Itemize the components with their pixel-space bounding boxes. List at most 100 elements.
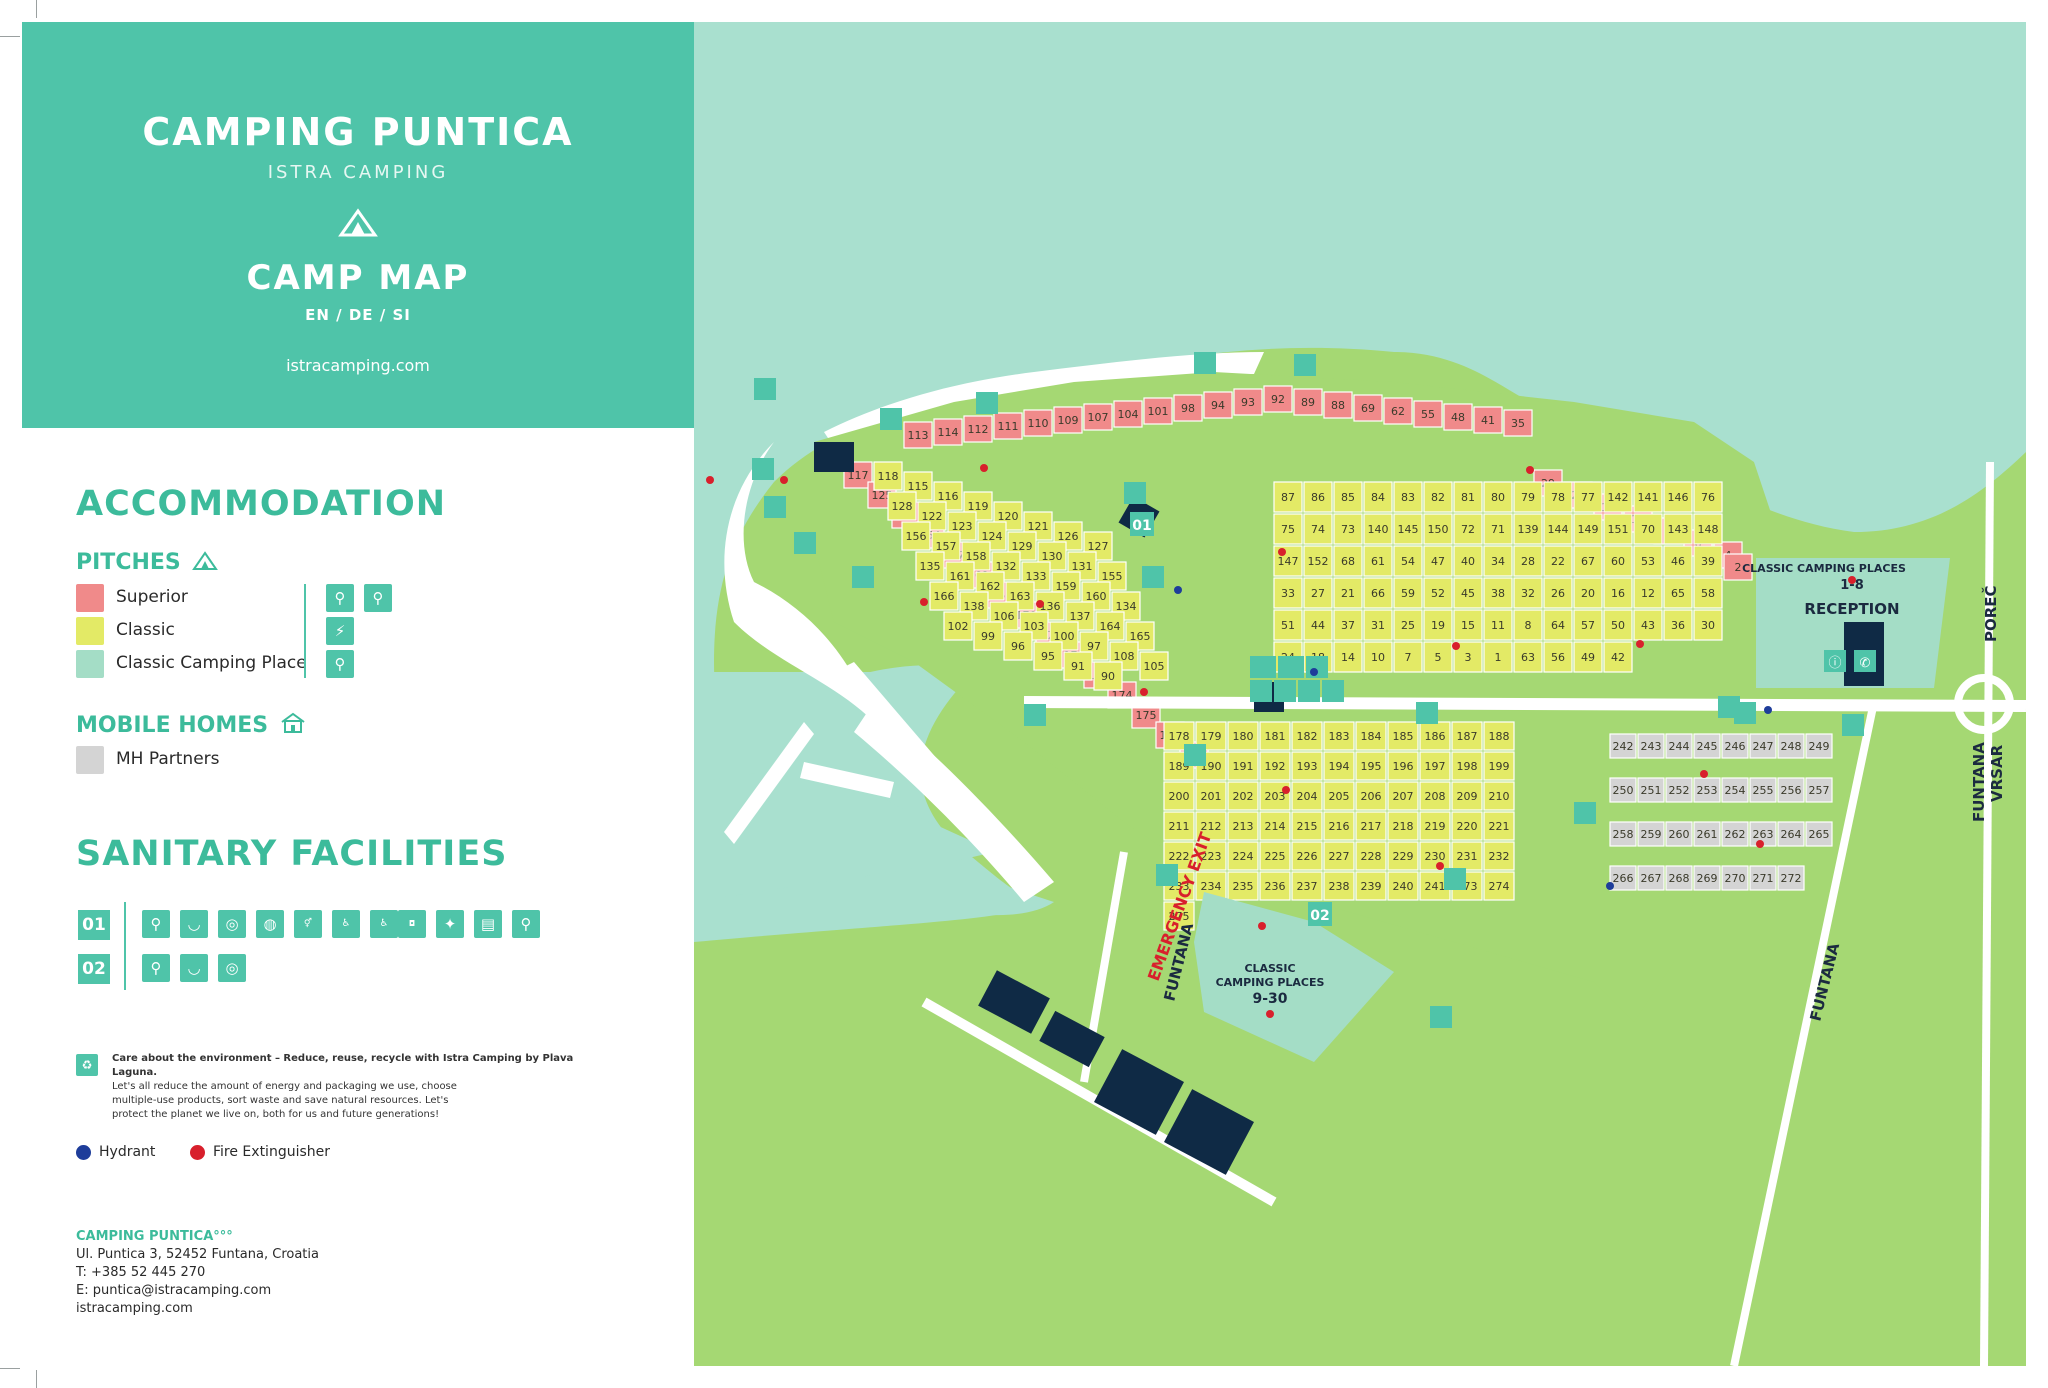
classic-pitch-166[interactable]: 166 bbox=[929, 581, 959, 611]
classic-pitch-44[interactable]: 44 bbox=[1303, 609, 1333, 641]
recycle-icon[interactable] bbox=[1024, 704, 1046, 726]
superior-pitch-94[interactable]: 94 bbox=[1203, 391, 1233, 419]
superior-pitch-88[interactable]: 88 bbox=[1323, 391, 1353, 419]
classic-pitch-99[interactable]: 99 bbox=[973, 621, 1003, 651]
sanitary-icon[interactable] bbox=[764, 496, 786, 518]
classic-pitch-199[interactable]: 199 bbox=[1483, 751, 1515, 781]
superior-pitch-62[interactable]: 62 bbox=[1383, 397, 1413, 425]
classic-pitch-218[interactable]: 218 bbox=[1387, 811, 1419, 841]
classic-pitch-90[interactable]: 90 bbox=[1093, 661, 1123, 691]
classic-pitch-37[interactable]: 37 bbox=[1333, 609, 1363, 641]
mobile-home-243[interactable]: 243 bbox=[1637, 733, 1665, 759]
classic-pitch-26[interactable]: 26 bbox=[1543, 577, 1573, 609]
classic-pitch-51[interactable]: 51 bbox=[1273, 609, 1303, 641]
classic-pitch-5[interactable]: 5 bbox=[1423, 641, 1453, 673]
classic-pitch-40[interactable]: 40 bbox=[1453, 545, 1483, 577]
classic-pitch-30[interactable]: 30 bbox=[1693, 609, 1723, 641]
mobile-home-269[interactable]: 269 bbox=[1693, 865, 1721, 891]
shop-icon[interactable] bbox=[1574, 802, 1596, 824]
classic-pitch-96[interactable]: 96 bbox=[1003, 631, 1033, 661]
mobile-home-266[interactable]: 266 bbox=[1609, 865, 1637, 891]
sanitary-02-marker[interactable] bbox=[1308, 902, 1332, 926]
contact-phone[interactable]: T: +385 52 445 270 bbox=[76, 1265, 206, 1280]
classic-pitch-95[interactable]: 95 bbox=[1033, 641, 1063, 671]
classic-pitch-149[interactable]: 149 bbox=[1573, 513, 1603, 545]
classic-pitch-211[interactable]: 211 bbox=[1163, 811, 1195, 841]
mobile-home-245[interactable]: 245 bbox=[1693, 733, 1721, 759]
classic-pitch-56[interactable]: 56 bbox=[1543, 641, 1573, 673]
classic-pitch-16[interactable]: 16 bbox=[1603, 577, 1633, 609]
classic-pitch-140[interactable]: 140 bbox=[1363, 513, 1393, 545]
mobile-home-242[interactable]: 242 bbox=[1609, 733, 1637, 759]
mobile-home-264[interactable]: 264 bbox=[1777, 821, 1805, 847]
classic-pitch-146[interactable]: 146 bbox=[1663, 481, 1693, 513]
superior-pitch-111[interactable]: 111 bbox=[993, 412, 1023, 440]
classic-pitch-274[interactable]: 274 bbox=[1483, 871, 1515, 901]
recycle-icon[interactable] bbox=[1124, 482, 1146, 504]
contact-website[interactable]: istracamping.com bbox=[76, 1301, 193, 1316]
classic-pitch-157[interactable]: 157 bbox=[931, 531, 961, 561]
classic-pitch-64[interactable]: 64 bbox=[1543, 609, 1573, 641]
classic-pitch-219[interactable]: 219 bbox=[1419, 811, 1451, 841]
classic-pitch-187[interactable]: 187 bbox=[1451, 721, 1483, 751]
phone-icon[interactable] bbox=[1298, 680, 1320, 702]
classic-pitch-220[interactable]: 220 bbox=[1451, 811, 1483, 841]
classic-pitch-225[interactable]: 225 bbox=[1259, 841, 1291, 871]
classic-pitch-27[interactable]: 27 bbox=[1303, 577, 1333, 609]
classic-pitch-152[interactable]: 152 bbox=[1303, 545, 1333, 577]
classic-pitch-39[interactable]: 39 bbox=[1693, 545, 1723, 577]
classic-pitch-86[interactable]: 86 bbox=[1303, 481, 1333, 513]
mobile-home-258[interactable]: 258 bbox=[1609, 821, 1637, 847]
classic-pitch-223[interactable]: 223 bbox=[1195, 841, 1227, 871]
mobile-home-268[interactable]: 268 bbox=[1665, 865, 1693, 891]
mobile-home-265[interactable]: 265 bbox=[1805, 821, 1833, 847]
classic-pitch-63[interactable]: 63 bbox=[1513, 641, 1543, 673]
mobile-home-256[interactable]: 256 bbox=[1777, 777, 1805, 803]
classic-pitch-143[interactable]: 143 bbox=[1663, 513, 1693, 545]
classic-pitch-43[interactable]: 43 bbox=[1633, 609, 1663, 641]
contact-email[interactable]: E: puntica@istracamping.com bbox=[76, 1283, 272, 1298]
mobile-home-270[interactable]: 270 bbox=[1721, 865, 1749, 891]
superior-pitch-2[interactable]: 2 bbox=[1723, 553, 1753, 581]
recycle-icon[interactable] bbox=[1444, 868, 1466, 890]
mobile-home-244[interactable]: 244 bbox=[1665, 733, 1693, 759]
classic-pitch-72[interactable]: 72 bbox=[1453, 513, 1483, 545]
classic-pitch-150[interactable]: 150 bbox=[1423, 513, 1453, 545]
classic-pitch-184[interactable]: 184 bbox=[1355, 721, 1387, 751]
classic-pitch-239[interactable]: 239 bbox=[1355, 871, 1387, 901]
classic-pitch-182[interactable]: 182 bbox=[1291, 721, 1323, 751]
classic-pitch-49[interactable]: 49 bbox=[1573, 641, 1603, 673]
classic-pitch-73[interactable]: 73 bbox=[1333, 513, 1363, 545]
classic-pitch-53[interactable]: 53 bbox=[1633, 545, 1663, 577]
classic-pitch-78[interactable]: 78 bbox=[1543, 481, 1573, 513]
classic-pitch-156[interactable]: 156 bbox=[901, 521, 931, 551]
info-icon[interactable] bbox=[1824, 650, 1846, 672]
classic-pitch-215[interactable]: 215 bbox=[1291, 811, 1323, 841]
classic-pitch-50[interactable]: 50 bbox=[1603, 609, 1633, 641]
classic-pitch-198[interactable]: 198 bbox=[1451, 751, 1483, 781]
classic-pitch-207[interactable]: 207 bbox=[1387, 781, 1419, 811]
classic-pitch-20[interactable]: 20 bbox=[1573, 577, 1603, 609]
mobile-home-272[interactable]: 272 bbox=[1777, 865, 1805, 891]
classic-pitch-197[interactable]: 197 bbox=[1419, 751, 1451, 781]
classic-pitch-224[interactable]: 224 bbox=[1227, 841, 1259, 871]
classic-pitch-59[interactable]: 59 bbox=[1393, 577, 1423, 609]
recycle-icon[interactable] bbox=[1156, 864, 1178, 886]
superior-pitch-41[interactable]: 41 bbox=[1473, 406, 1503, 434]
classic-pitch-230[interactable]: 230 bbox=[1419, 841, 1451, 871]
classic-pitch-137[interactable]: 137 bbox=[1065, 601, 1095, 631]
classic-pitch-22[interactable]: 22 bbox=[1543, 545, 1573, 577]
classic-pitch-151[interactable]: 151 bbox=[1603, 513, 1633, 545]
website-link[interactable]: istracamping.com bbox=[286, 356, 430, 375]
parking-icon[interactable] bbox=[1842, 714, 1864, 736]
classic-pitch-71[interactable]: 71 bbox=[1483, 513, 1513, 545]
classic-pitch-191[interactable]: 191 bbox=[1227, 751, 1259, 781]
classic-pitch-75[interactable]: 75 bbox=[1273, 513, 1303, 545]
classic-pitch-102[interactable]: 102 bbox=[943, 611, 973, 641]
classic-pitch-214[interactable]: 214 bbox=[1259, 811, 1291, 841]
mobile-home-251[interactable]: 251 bbox=[1637, 777, 1665, 803]
classic-pitch-1[interactable]: 1 bbox=[1483, 641, 1513, 673]
classic-pitch-201[interactable]: 201 bbox=[1195, 781, 1227, 811]
superior-pitch-69[interactable]: 69 bbox=[1353, 394, 1383, 422]
shop-icon[interactable] bbox=[1274, 680, 1296, 702]
